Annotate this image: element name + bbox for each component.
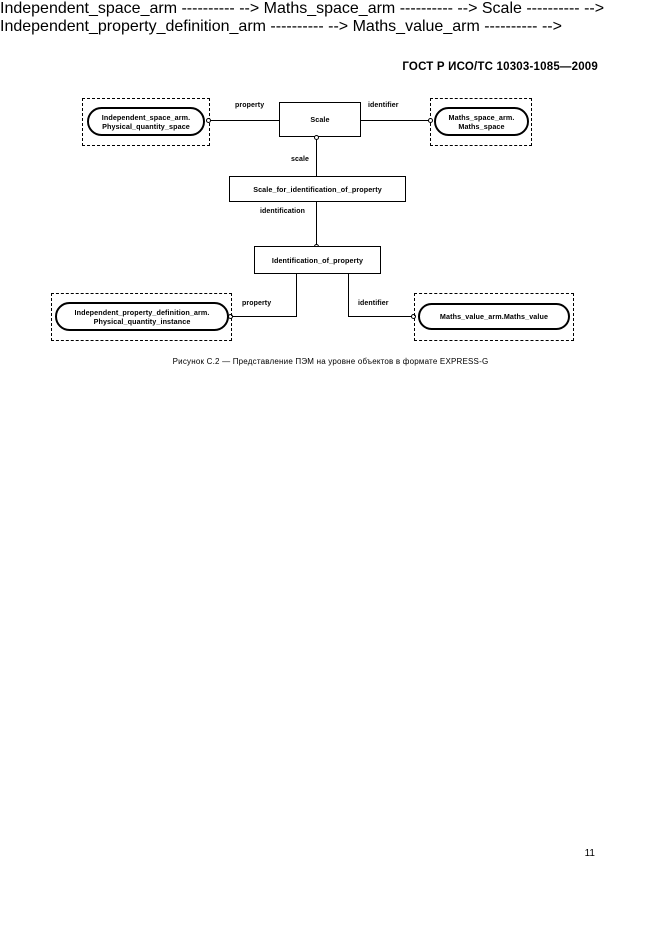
connector-scale-property-origin (206, 117, 211, 123)
edge-label-scale-property: property (234, 102, 266, 109)
connector-scale-vertical-origin (313, 135, 319, 140)
entity-label-line-1: Maths_space_arm. (448, 112, 515, 122)
connector-iop-identifier-target (411, 313, 416, 319)
entity-label-line-2: Physical_quantity_instance (93, 316, 191, 326)
connector-iop-property-horizontal (231, 316, 297, 317)
connector-identification-line (316, 202, 317, 246)
entity-maths-value-arm[interactable]: Maths_value_arm.Maths_value (418, 303, 570, 330)
express-g-diagram: Independent_space_arm. Physical_quantity… (0, 0, 661, 400)
edge-label-iop-property: property (241, 300, 273, 307)
entity-label: Scale (310, 115, 330, 124)
document-header: ГОСТ Р ИСО/ТС 10303-1085—2009 (402, 61, 598, 73)
schema-frame-independent-property-definition-arm (51, 293, 232, 341)
figure-caption: Рисунок С.2 — Представление ПЭМ на уровн… (172, 357, 489, 366)
edge-label-sfiop-identification: identification (259, 208, 306, 215)
connector-scale-identifier-target (428, 117, 433, 123)
edge-label-iop-identifier: identifier (357, 300, 390, 307)
entity-label: Identification_of_property (271, 255, 364, 265)
edge-label-sfiop-scale: scale (290, 156, 311, 163)
edge-label-scale-identifier: identifier (367, 102, 400, 109)
entity-scale-for-identification-of-property[interactable]: Scale_for_identification_of_property (229, 176, 406, 202)
entity-label-line-1: Independent_space_arm. (101, 112, 191, 122)
entity-independent-property-definition-arm[interactable]: Independent_property_definition_arm. Phy… (55, 302, 229, 331)
entity-label-line-1: Maths_value_arm.Maths_value (439, 312, 549, 321)
entity-independent-space-arm[interactable]: Independent_space_arm. Physical_quantity… (87, 107, 205, 136)
entity-label: Scale_for_identification_of_property (253, 184, 382, 194)
connector-scale-property-line (209, 120, 279, 121)
entity-label-line-2: Maths_space (458, 121, 505, 131)
connector-scale-identifier-line (361, 120, 431, 121)
schema-frame-maths-value-arm (414, 293, 574, 341)
entity-label-line-1: Independent_property_definition_arm. (74, 307, 210, 317)
connector-scale-vertical-line (316, 137, 317, 176)
connector-iop-identifier-horizontal (348, 316, 414, 317)
entity-identification-of-property[interactable]: Identification_of_property (254, 246, 381, 274)
entity-scale[interactable]: Scale (279, 102, 361, 137)
connector-iop-identifier-vertical (348, 274, 349, 317)
entity-label-line-2: Physical_quantity_space (102, 121, 190, 131)
page-number: 11 (584, 848, 595, 859)
connector-iop-property-vertical (296, 274, 297, 317)
entity-maths-space-arm[interactable]: Maths_space_arm. Maths_space (434, 107, 529, 136)
